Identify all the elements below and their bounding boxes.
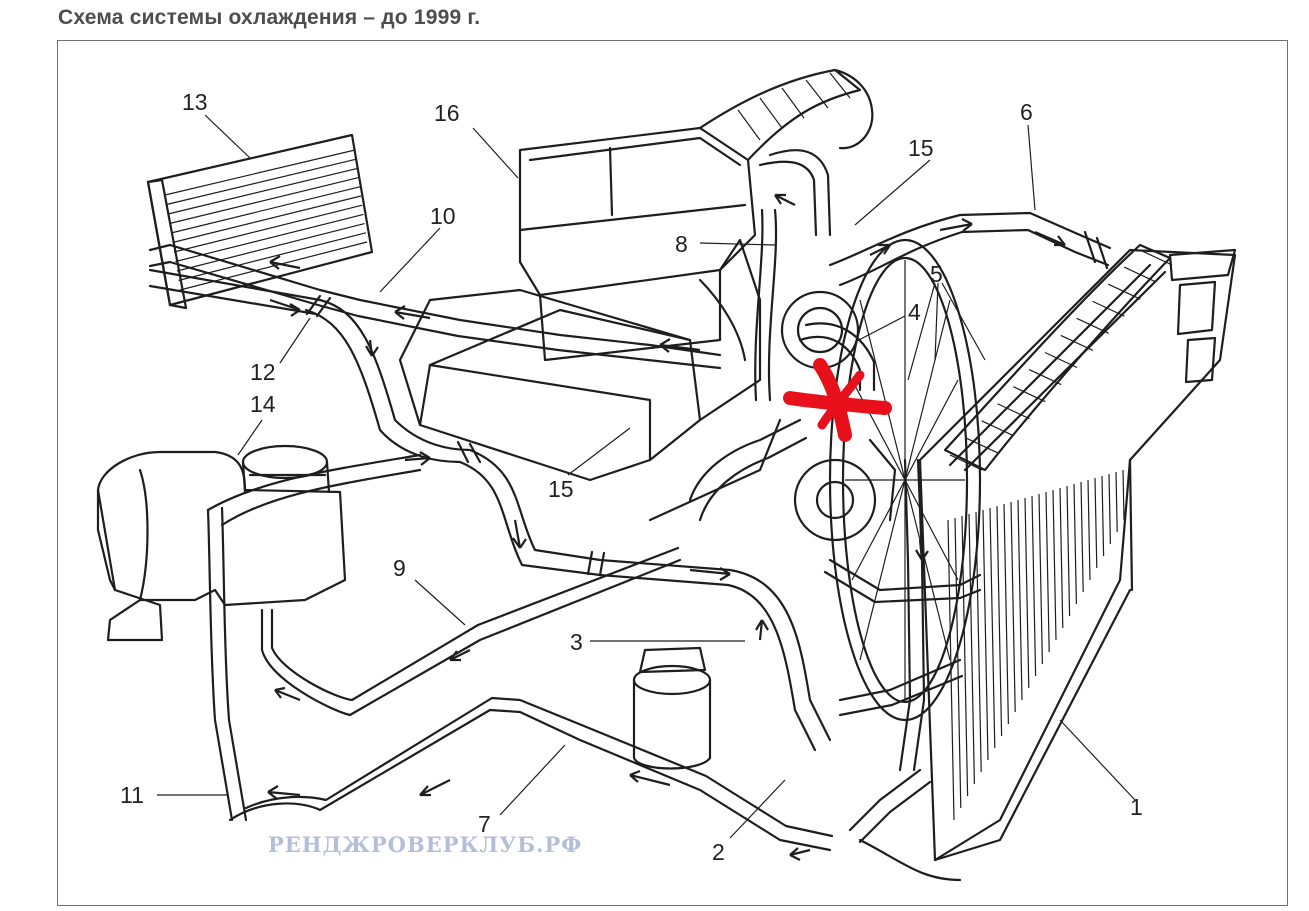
label-3: 3 xyxy=(570,629,583,655)
label-10: 10 xyxy=(430,203,456,229)
radiator-fin xyxy=(954,517,962,809)
air-intake-hose xyxy=(698,68,874,162)
engine-block xyxy=(398,238,762,482)
radiator-fin xyxy=(947,519,955,821)
radiator-fin xyxy=(1066,485,1071,617)
heater-fin xyxy=(175,213,364,263)
radiator-fin xyxy=(1017,499,1023,701)
radiator-fin xyxy=(1059,487,1064,629)
label-15-bottom: 15 xyxy=(548,476,574,502)
tank-rib xyxy=(1092,300,1125,317)
diagram-title: Схема системы охлаждения – до 1999 г. xyxy=(58,6,481,29)
radiator-fin xyxy=(1080,481,1084,593)
radiator-fin xyxy=(1094,477,1098,569)
heater-fin xyxy=(164,149,356,196)
radiator-fin xyxy=(1010,501,1016,713)
label-5: 5 xyxy=(930,261,943,287)
heater-fin xyxy=(166,158,357,206)
heater-fin xyxy=(169,177,359,225)
radiator-fin xyxy=(1115,471,1118,533)
label-13: 14 xyxy=(250,391,276,417)
oil-filter xyxy=(632,646,712,770)
radiator-fin xyxy=(1038,493,1043,665)
tank-rib xyxy=(997,403,1030,420)
tank-rib xyxy=(981,420,1014,437)
tank-rib xyxy=(1108,283,1141,300)
radiator-fin xyxy=(1087,479,1091,581)
radiator-fin xyxy=(1031,495,1037,677)
radiator-fin xyxy=(1052,489,1057,641)
tank-rib xyxy=(1139,249,1173,266)
heater-fin xyxy=(176,223,365,272)
radiator-fin xyxy=(1108,473,1111,545)
tank-rib xyxy=(1076,317,1109,334)
heater-fin xyxy=(172,195,362,244)
radiator xyxy=(918,248,1237,862)
label-14: 11 xyxy=(120,782,144,808)
label-6: 6 xyxy=(1020,99,1033,125)
radiator-fin xyxy=(968,513,975,785)
leader-lines xyxy=(157,114,1136,839)
tank-rib xyxy=(965,437,999,454)
tank-rib xyxy=(1013,386,1046,403)
label-8: 8 xyxy=(675,231,688,257)
radiator-fin xyxy=(1024,497,1030,689)
flow-arrows xyxy=(267,193,1066,861)
label-2: 2 xyxy=(712,839,725,865)
radiator-fin xyxy=(1045,491,1050,653)
tank-rib xyxy=(949,454,983,471)
watermark: РЕНДЖРОВЕРКЛУБ.РФ xyxy=(268,832,582,857)
label-1: 1 xyxy=(1130,794,1143,820)
radiator-fin xyxy=(982,509,989,761)
radiator-fin xyxy=(989,507,996,749)
tank-rib xyxy=(1028,369,1062,386)
label-11: 13 xyxy=(182,89,208,115)
label-4: 4 xyxy=(908,299,921,325)
part-labels: 13 16 15 6 10 8 4 5 12 14 15 9 3 1 2 7 1… xyxy=(120,89,1143,865)
heater-fin xyxy=(170,186,360,234)
tank-rib xyxy=(1044,351,1078,369)
radiator-fin xyxy=(1003,503,1009,725)
heater-fin xyxy=(167,167,358,215)
label-15-top: 15 xyxy=(908,135,934,161)
heater-fin xyxy=(173,204,363,253)
label-7: 7 xyxy=(478,811,491,837)
hoses xyxy=(148,149,1112,882)
label-12: 12 xyxy=(250,359,276,385)
radiator-fin xyxy=(1073,483,1077,605)
radiator-fin xyxy=(996,505,1003,737)
diagram-frame xyxy=(57,40,1288,906)
label-16: 16 xyxy=(434,100,460,126)
red-x-mark xyxy=(783,358,892,442)
radiator-top-tank xyxy=(943,243,1173,472)
tank-rib xyxy=(1123,266,1157,283)
water-pump xyxy=(780,290,897,542)
radiator-fin xyxy=(1122,469,1125,521)
radiator-fin xyxy=(975,511,982,773)
radiator-fin xyxy=(1101,475,1105,557)
radiator-fin xyxy=(961,515,969,797)
label-9: 9 xyxy=(393,555,406,581)
tank-rib xyxy=(1060,334,1094,351)
heater-core xyxy=(146,133,374,310)
